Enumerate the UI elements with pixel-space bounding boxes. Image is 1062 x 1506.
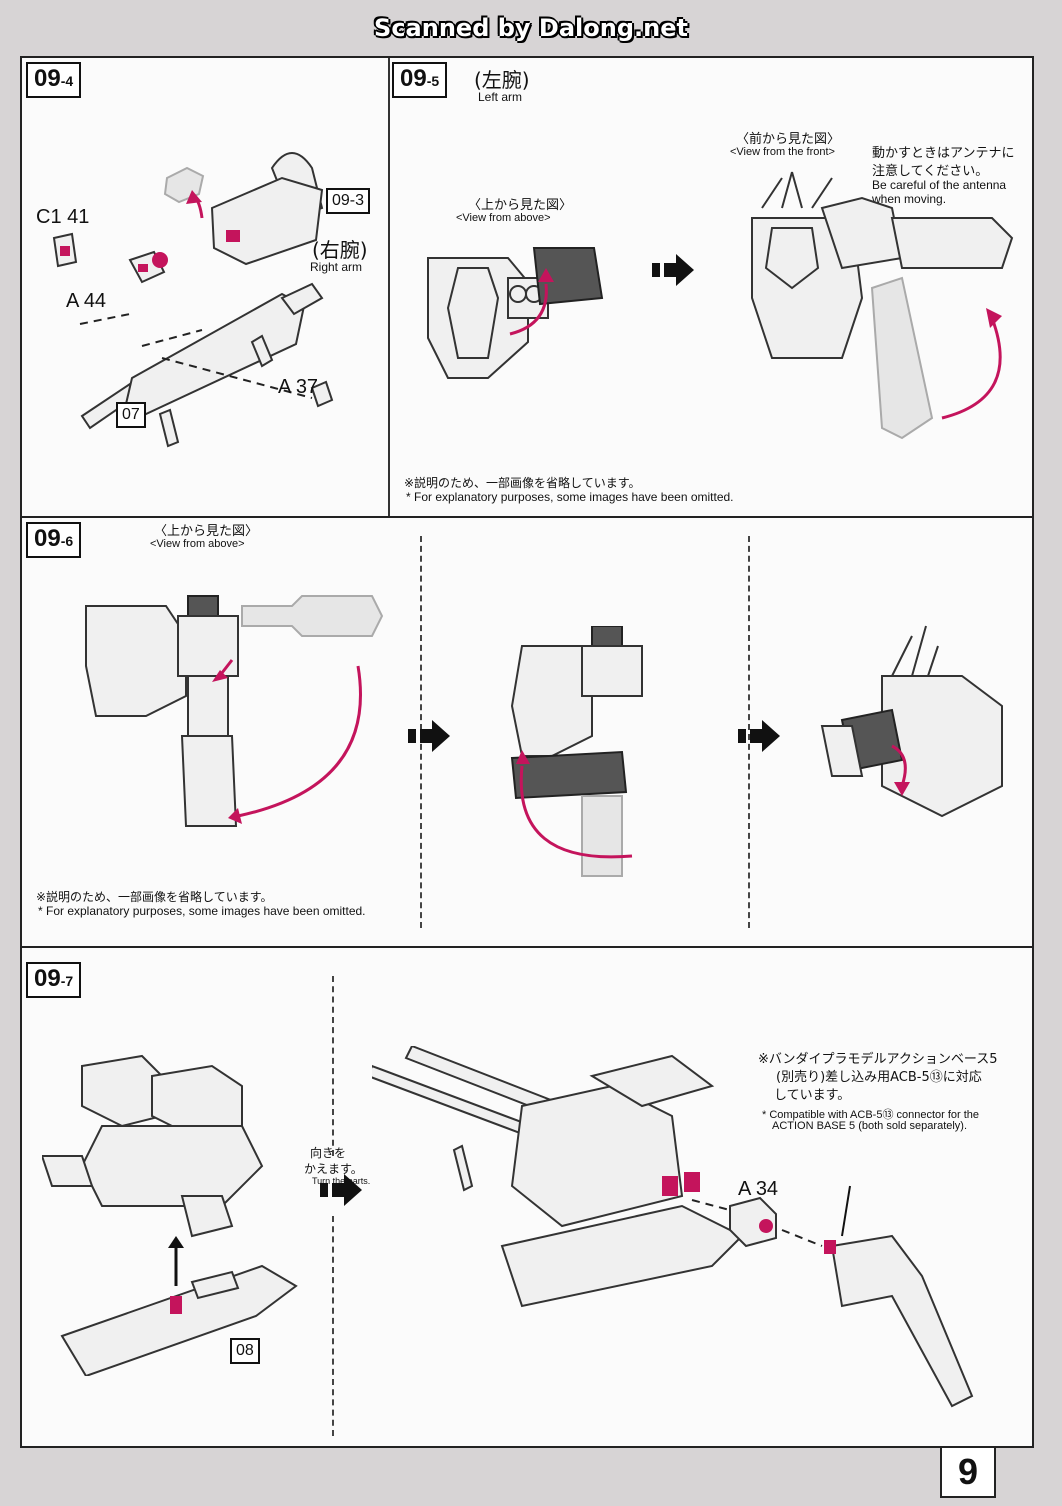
caution-en-2: when moving.	[872, 192, 947, 206]
view-above-jp: 〈上から見た図〉	[154, 524, 259, 539]
compat-en-2: ACTION BASE 5 (both sold separately).	[772, 1120, 968, 1132]
part-a-37: A 37	[278, 376, 318, 399]
part-number: 41	[67, 206, 90, 228]
view-above-en: <View from above>	[456, 212, 551, 224]
left-arm-top-view-illustration	[427, 247, 604, 379]
step-09-4-label: 09-4	[26, 62, 82, 98]
compat-en-1: * Compatible with ACB-5⑬ connector for t…	[762, 1109, 980, 1121]
ref-step-09-3: 09-3	[326, 188, 371, 214]
left-arm-en: Left arm	[478, 90, 523, 104]
step-number: 09	[34, 525, 61, 552]
part-letter: A	[66, 290, 79, 312]
view-front-en: <View from the front>	[730, 146, 835, 158]
panel-divider	[332, 1216, 334, 1436]
arm-rotation-step-2-illustration	[510, 626, 643, 877]
part-number: 37	[295, 376, 319, 398]
part-letter: A	[278, 376, 291, 398]
step-substep: -5	[426, 73, 440, 89]
step-substep: -4	[60, 73, 74, 89]
caution-en-1: Be careful of the antenna	[872, 178, 1007, 192]
step-number: 09	[34, 65, 61, 92]
caution-jp-1: 動かすときはアンテナに	[872, 146, 1015, 161]
view-above-en: <View from above>	[150, 538, 245, 550]
left-arm-jp: (左腕)	[474, 68, 530, 92]
next-arrow	[320, 1174, 362, 1206]
part-number: 44	[83, 290, 107, 312]
step-number: 09	[34, 965, 61, 992]
step-09-7-label: 09-7	[26, 962, 82, 998]
view-above-jp: 〈上から見た図〉	[468, 198, 573, 213]
omission-note-jp: ※説明のため、一部画像を省略しています。	[36, 890, 273, 904]
part-a-44: A 44	[66, 290, 106, 313]
view-front-jp: 〈前から見た図〉	[736, 132, 841, 147]
part-letter: A	[738, 1178, 751, 1200]
right-arm-en: Right arm	[310, 260, 363, 274]
panel-divider	[388, 58, 390, 516]
panel-divider	[332, 976, 334, 1156]
step-number: 09	[400, 65, 427, 92]
part-a-34: A 34	[738, 1178, 778, 1201]
step-09-5-label: 09-5	[392, 62, 448, 98]
next-arrow	[652, 254, 694, 286]
turn-jp-1: 向きを	[310, 1146, 347, 1160]
part-letter: C1	[36, 206, 62, 228]
step-substep: -7	[60, 973, 74, 989]
page-number: 9	[940, 1446, 996, 1498]
turn-jp-2: かえます。	[304, 1162, 363, 1176]
arm-rotation-step-1-illustration	[85, 595, 384, 827]
arm-rotation-step-3-illustration	[820, 625, 1003, 818]
panel-divider	[748, 536, 750, 928]
body-to-stand-illustration	[42, 1054, 298, 1376]
omission-note-en: * For explanatory purposes, some images …	[38, 904, 366, 918]
row-step-09-7: 09-7 08 向きを かえます。 Turn the parts.	[22, 946, 1032, 1444]
omission-note-jp: ※説明のため、一部画像を省略しています。	[404, 476, 641, 490]
right-arm-jp: (右腕)	[312, 238, 368, 262]
step-09-6-label: 09-6	[26, 522, 82, 558]
caution-jp-2: 注意してください。	[872, 164, 989, 179]
part-c1-41: C1 41	[36, 206, 89, 229]
compat-jp-2: (別売り)差し込み用ACB-5⑬に対応	[776, 1070, 982, 1085]
omission-note-en: * For explanatory purposes, some images …	[406, 490, 734, 504]
compat-jp-1: ※バンダイプラモデルアクションベース5	[758, 1052, 998, 1067]
instruction-page: 09-4 09-3 C1 41 A 44 A 37 (右腕) Right arm…	[20, 56, 1034, 1448]
left-arm-front-view-illustration	[751, 171, 1014, 440]
final-mount-on-action-base-illustration	[372, 1046, 974, 1408]
ref-part-08: 08	[230, 1338, 260, 1364]
compat-jp-3: しています。	[774, 1088, 851, 1103]
step-substep: -6	[60, 533, 74, 549]
scan-watermark: Scanned by Dalong.net	[374, 14, 688, 42]
row-steps-09-4-09-5: 09-4 09-3 C1 41 A 44 A 37 (右腕) Right arm…	[22, 58, 1032, 518]
ref-part-07: 07	[116, 402, 146, 428]
next-arrow	[408, 720, 450, 752]
turn-en: Turn the parts.	[312, 1176, 371, 1186]
part-number: 34	[755, 1178, 779, 1200]
next-arrow	[738, 720, 780, 752]
row-step-09-6: 09-6 〈上から見た図〉 <View from above>	[22, 516, 1032, 948]
